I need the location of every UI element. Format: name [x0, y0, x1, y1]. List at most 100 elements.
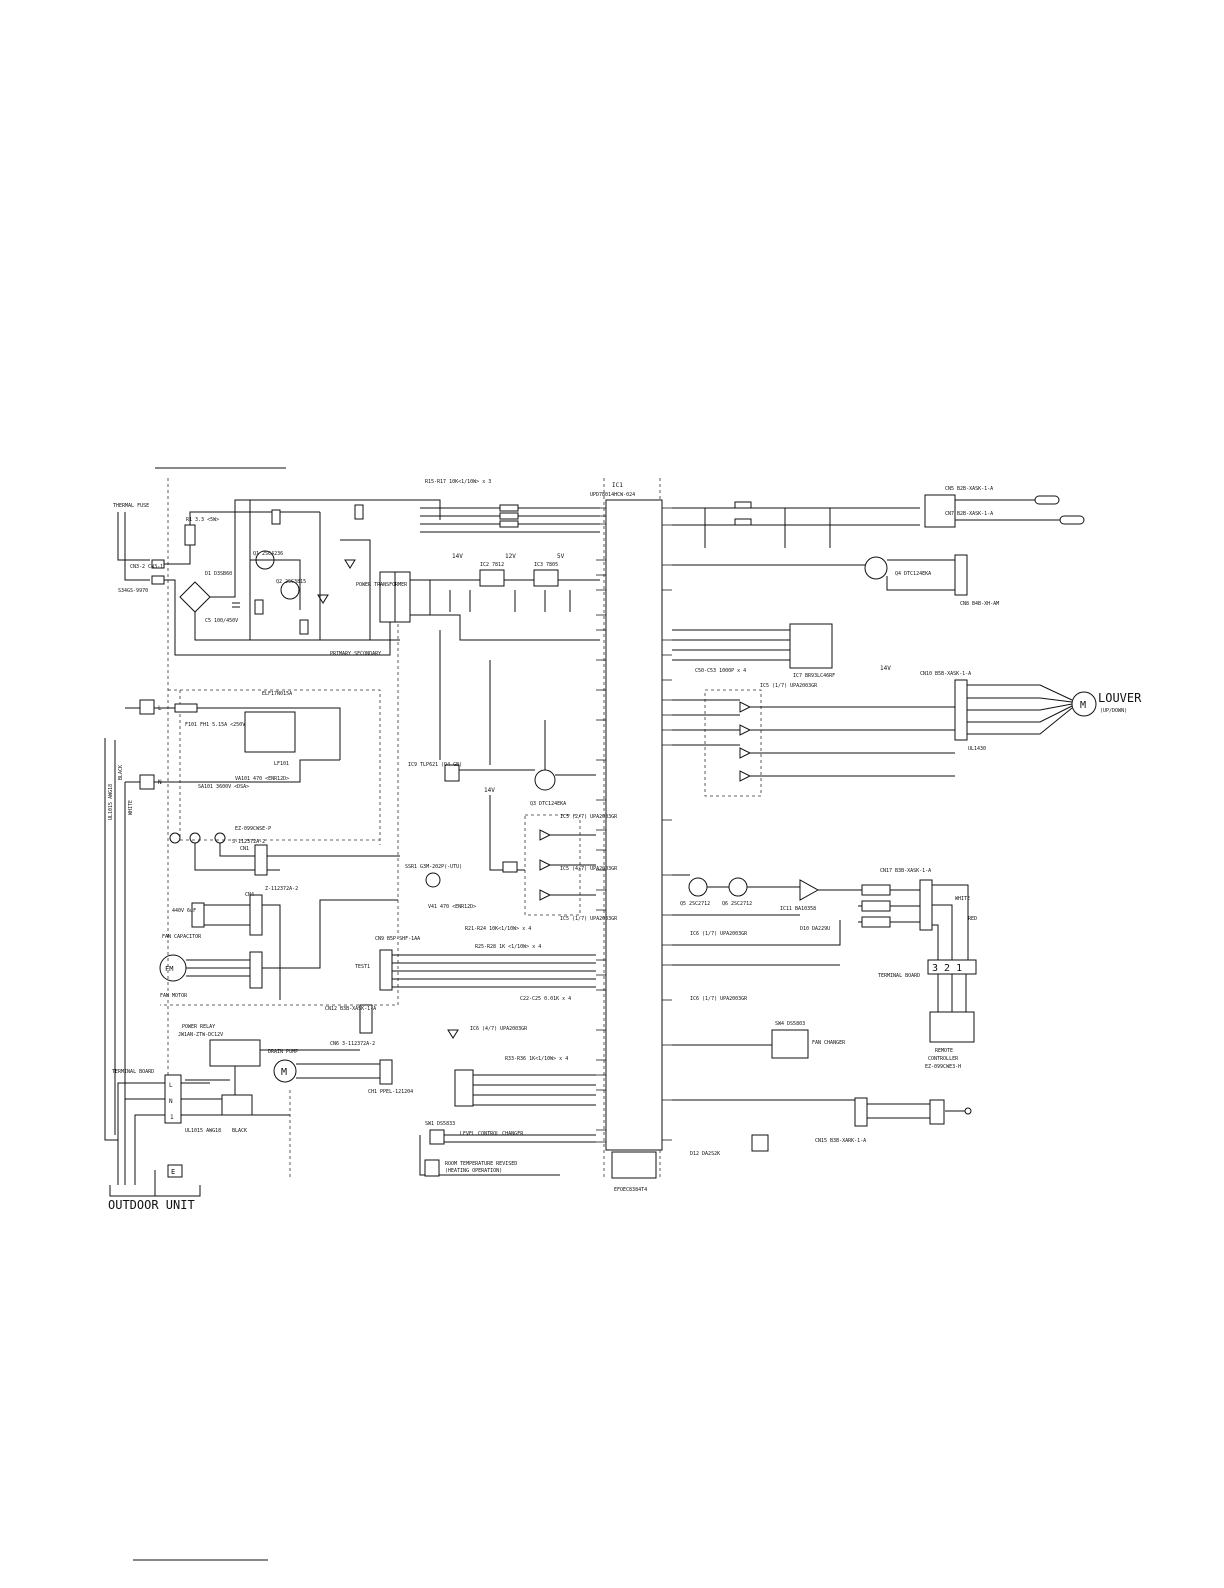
louver-drive-lines — [672, 699, 955, 777]
wire-ul1015-label-b: UL1015 AWG18 — [185, 1128, 221, 1134]
drain-pump-wiring — [296, 1063, 380, 1079]
remote-label-1: REMOTE — [935, 1048, 953, 1054]
ic1-right-pins — [662, 507, 672, 1141]
ic1-name: IC1 — [612, 482, 623, 489]
cn9-connector — [379, 949, 393, 991]
cn7-label: CN7 B2B-XASK-1-A — [945, 511, 993, 517]
wire-ul1015-label-a: UL1015 AWG18 — [108, 784, 114, 820]
thermistor-lines — [672, 507, 920, 526]
switcher-wiring — [249, 500, 371, 640]
q3-label: Q3 DTC124EKA — [530, 801, 566, 807]
elf-label: ELF17N015A — [262, 691, 292, 697]
cn10-label: CN10 B5B-XASK-1-A — [920, 671, 971, 677]
sw1-switch — [429, 1129, 445, 1145]
ic2-label: IC2 7812 — [480, 562, 504, 568]
ic1-part: UPD78014HCW-024 — [590, 492, 635, 498]
sw4-label: SW4 DS5803 — [775, 1021, 805, 1027]
ground-mark: E — [171, 1168, 175, 1176]
dip-switch — [454, 1069, 474, 1107]
cn15-label: CN15 B3B-XARK-1-A — [815, 1138, 866, 1144]
v14-label-ssr: 14V — [484, 787, 495, 794]
ic5-driver-c — [539, 889, 552, 901]
ic2-regulator — [479, 569, 505, 587]
reset-ic — [751, 1134, 769, 1152]
level-control-label: LEVEL CONTROL CHANGER — [460, 1131, 524, 1137]
ic6-label-b: IC6 (4/7) UPA2003GR — [470, 1026, 528, 1032]
cn6-connector — [379, 1059, 393, 1085]
v41-label: V41 470 <ENR12D> — [428, 904, 476, 910]
ic7-label: IC7 BR93LC46RF — [793, 673, 835, 679]
q3-transistor — [534, 769, 556, 791]
v14-label-top: 14V — [452, 553, 463, 560]
ic5-driver-a — [539, 829, 552, 841]
relay-wiring — [185, 1049, 360, 1100]
q1-label: Q1 2SC4236 — [253, 551, 283, 557]
l4-choke — [861, 900, 891, 912]
cn8-label: CN8 B4B-XH-AM — [960, 601, 999, 607]
cn17-connector — [919, 879, 933, 931]
transformer-windings-label: PRIMARY SECONDARY — [330, 651, 381, 657]
fan-motor-label: FAN MOTOR — [160, 993, 188, 999]
wire-black-label: BLACK — [118, 765, 124, 780]
r1-resistor — [184, 524, 196, 546]
cn1-wiring — [194, 843, 400, 871]
ic7-bus — [672, 629, 790, 661]
d4-diode — [317, 594, 329, 604]
thermistor-leads — [955, 499, 1060, 521]
q6-transistor — [728, 877, 748, 897]
r7-resistor — [299, 619, 309, 635]
fan-motor-symbol: FM — [165, 965, 173, 973]
ic3-label: IC3 7805 — [534, 562, 558, 568]
louver-label: LOUVER — [1098, 691, 1142, 705]
cn4-label: CN4 — [245, 892, 254, 898]
q5-transistor — [688, 877, 708, 897]
cn5-label: CN5 B2B-XASK-1-A — [945, 486, 993, 492]
outdoor-feed — [117, 1082, 290, 1185]
lf101-label: LF101 — [274, 761, 289, 767]
r19-resistor — [499, 512, 519, 520]
ic9-label: IC9 TLP621 (D4-GB) — [408, 762, 462, 768]
ic5-buffer-a — [739, 701, 752, 713]
ic9-optocoupler — [444, 764, 460, 782]
r33-label: R33-R36 1K<1/10W> x 4 — [505, 1056, 568, 1062]
wire-white-label: WHITE — [128, 800, 134, 815]
power-relay-label: POWER RELAY — [182, 1024, 215, 1030]
cn17-label: CN17 B3B-XASK-1-A — [880, 868, 931, 874]
q4-label: Q4 DTC124EKA — [895, 571, 931, 577]
r15-label: R15-R17 10K<1/10W> x 3 — [425, 479, 491, 485]
sw1-wiring — [419, 1134, 596, 1176]
n-terminal-top — [139, 774, 155, 790]
l2-choke — [861, 884, 891, 896]
r4-resistor — [271, 509, 281, 525]
q2-label: Q2 2SC3815 — [276, 579, 306, 585]
d1-label: D1 D3SB60 — [205, 571, 232, 577]
q4-transistor — [864, 556, 888, 580]
cn4-part: Z-112372A-2 — [265, 886, 298, 892]
l-terminal-top — [139, 699, 155, 715]
filter-wiring — [154, 707, 341, 783]
ic1-left-pins — [596, 507, 606, 1143]
dip-switch-bus — [473, 1074, 596, 1106]
c50-label: C50-C53 1000P x 4 — [695, 668, 746, 674]
q4-wiring — [672, 559, 955, 591]
terminal-board-left-label: TERMINAL BOARD — [112, 1069, 154, 1075]
tb-left-1: 1 — [170, 1114, 174, 1121]
e101-ground — [169, 832, 181, 844]
cn15-wiring — [672, 1099, 965, 1119]
ground-terminal — [167, 1164, 183, 1178]
secondary-rails — [410, 579, 600, 641]
q1-transistor — [255, 550, 275, 570]
drain-pump-label: DRAIN PUMP — [268, 1049, 298, 1055]
ul1430-label: UL1430 — [968, 746, 986, 752]
fuse-label: F101 FH1 5.15A <250V> — [185, 722, 248, 728]
k4-relay — [502, 861, 518, 873]
ic1-port-lines-top — [420, 507, 600, 533]
t103-terminal — [189, 832, 201, 844]
bridge-positive — [210, 499, 441, 598]
room-temp-jumper — [424, 1159, 440, 1177]
eeprom-oscillator — [611, 1151, 657, 1179]
sw1-label: SW1 DS5833 — [425, 1121, 455, 1127]
thermal-fuse-leads — [117, 512, 150, 581]
